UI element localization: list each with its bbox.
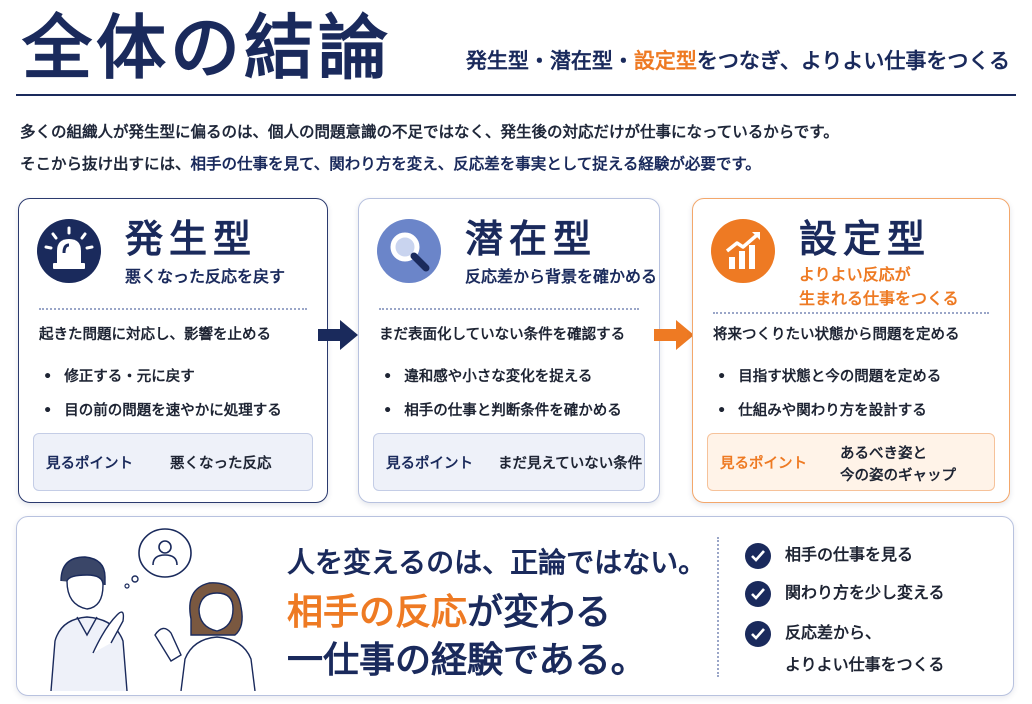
card-senzai: 潜在型 反応差から背景を確かめる まだ表面化していない条件を確認する 違和感や小… bbox=[358, 198, 660, 503]
conclusion-panel: 人を変えるのは、正論ではない。 相手の反応が変わる 一仕事の経験である。 相手の… bbox=[16, 516, 1014, 696]
check-item: 関わり方を少し変える bbox=[745, 579, 945, 607]
bullet-item: 目の前の問題を速やかに処理する bbox=[43, 399, 282, 420]
arrow-right-icon bbox=[654, 320, 694, 350]
page-title: 全体の結論 bbox=[22, 6, 392, 89]
check-icon bbox=[745, 620, 771, 647]
conversation-illustration bbox=[50, 528, 256, 691]
check-label-continued: よりよい仕事をつくる bbox=[785, 655, 945, 674]
divider bbox=[39, 308, 307, 310]
header-rule bbox=[16, 94, 1016, 96]
growth-chart-icon bbox=[711, 219, 775, 283]
intro-line-1: 多くの組織人が発生型に偏るのは、個人の問題意識の不足ではなく、発生後の対応だけが… bbox=[20, 123, 839, 141]
card-lead: 将来つくりたい状態から問題を定める bbox=[713, 327, 960, 343]
conclusion-line-3: 一仕事の経験である。 bbox=[287, 639, 647, 681]
divider bbox=[379, 308, 639, 310]
intro-line-2-start: そこから抜け出すには、 bbox=[20, 155, 191, 173]
magnifier-icon bbox=[377, 219, 441, 283]
check-item: 相手の仕事を見る bbox=[745, 541, 913, 569]
bullet-item: 仕組みや関わり方を設計する bbox=[717, 399, 927, 420]
siren-icon bbox=[37, 219, 101, 283]
card-subtitle: 悪くなった反応を戻す bbox=[125, 267, 286, 286]
card-subtitle: 反応差から背景を確かめる bbox=[465, 267, 658, 286]
point-box: 見るポイント あるべき姿と 今の姿のギャップ bbox=[707, 433, 995, 491]
point-label: 見るポイント bbox=[386, 456, 473, 472]
card-lead: まだ表面化していない条件を確認する bbox=[379, 327, 626, 343]
bullet-item: 目指す状態と今の問題を定める bbox=[717, 365, 941, 386]
card-title: 設定型 bbox=[799, 216, 932, 261]
point-value: 悪くなった反応 bbox=[170, 456, 272, 472]
card-settei: 設定型 よりよい反応が 生まれる仕事をつくる 将来つくりたい状態から問題を定める… bbox=[692, 198, 1010, 503]
card-lead: 起きた問題に対応し、影響を止める bbox=[39, 327, 271, 343]
conclusion-highlight: 相手の反応 bbox=[287, 591, 468, 633]
subtitle-part-3: をつなぎ、よりよい仕事をつくる bbox=[696, 48, 1010, 73]
point-box: 見るポイント まだ見えていない条件 bbox=[373, 433, 645, 491]
point-box: 見るポイント 悪くなった反応 bbox=[33, 433, 313, 491]
check-label: 反応差から、 bbox=[785, 623, 882, 642]
intro-line-2: そこから抜け出すには、相手の仕事を見て、関わり方を変え、反応差を事実として捉える… bbox=[20, 152, 761, 174]
page-subtitle: 発生型・潜在型・設定型をつなぎ、よりよい仕事をつくる bbox=[466, 45, 1010, 75]
point-label: 見るポイント bbox=[46, 456, 133, 472]
check-icon bbox=[745, 580, 771, 607]
bullet-item: 相手の仕事と判断条件を確かめる bbox=[383, 399, 622, 420]
divider bbox=[717, 537, 719, 677]
card-title: 潜在型 bbox=[465, 216, 598, 261]
card-hassei: 発生型 悪くなった反応を戻す 起きた問題に対応し、影響を止める 修正する・元に戻… bbox=[18, 198, 328, 503]
card-title: 発生型 bbox=[125, 216, 258, 261]
intro-line-2-highlight: 相手の仕事を見て、関わり方を変え、反応差を事実として捉える経験が必要です。 bbox=[190, 155, 761, 173]
arrow-right-icon bbox=[318, 320, 358, 350]
card-subtitle-line-1: よりよい反応が bbox=[799, 265, 911, 284]
point-label: 見るポイント bbox=[720, 456, 807, 472]
check-label: 相手の仕事を見る bbox=[785, 545, 914, 564]
check-item: 反応差から、 bbox=[745, 619, 881, 647]
point-value-line-2: 今の姿のギャップ bbox=[840, 468, 956, 484]
point-value-line-1: あるべき姿と bbox=[840, 446, 927, 462]
point-value: まだ見えていない条件 bbox=[498, 456, 643, 472]
card-subtitle-line-2: 生まれる仕事をつくる bbox=[799, 289, 959, 308]
conclusion-line-2-end: が変わる bbox=[467, 591, 612, 633]
bullet-item: 修正する・元に戻す bbox=[43, 365, 195, 386]
conclusion-line-2: 相手の反応が変わる bbox=[287, 583, 611, 635]
check-label: 関わり方を少し変える bbox=[785, 583, 945, 602]
divider bbox=[713, 312, 989, 314]
subtitle-part-1: 発生型・潜在型・ bbox=[465, 48, 634, 73]
conclusion-line-1: 人を変えるのは、正論ではない。 bbox=[287, 546, 707, 579]
subtitle-highlight: 設定型 bbox=[633, 48, 697, 73]
check-icon bbox=[745, 542, 771, 569]
bullet-item: 違和感や小さな変化を捉える bbox=[383, 365, 592, 386]
